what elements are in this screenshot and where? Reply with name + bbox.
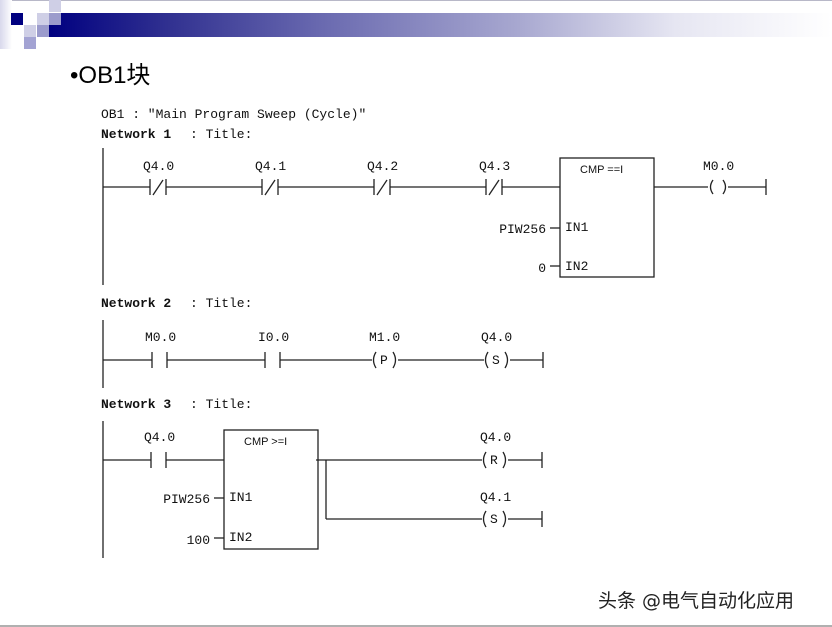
contact-address: I0.0 — [258, 330, 289, 345]
coil-symbol: R — [490, 453, 498, 468]
block-input-value: PIW256 — [499, 222, 546, 237]
top-border-line — [0, 0, 832, 1]
network-label: Network 3 — [101, 397, 171, 412]
left-fade-decoration — [0, 0, 12, 49]
network-title: : Title: — [190, 127, 252, 142]
watermark: 头条 @电气自动化应用 — [598, 590, 795, 612]
coil-address: Q4.0 — [480, 430, 511, 445]
coil-address: M0.0 — [703, 159, 734, 174]
network-label: Network 2 — [101, 296, 171, 311]
header-gradient-bar — [49, 13, 832, 37]
program-header: OB1 : "Main Program Sweep (Cycle)" — [101, 107, 366, 122]
set-coil[interactable] — [484, 351, 509, 369]
nc-contact[interactable] — [261, 179, 279, 196]
block-name: CMP >=I — [244, 436, 287, 448]
decor-square-medium — [24, 37, 36, 49]
decor-square-light — [37, 13, 49, 25]
bottom-border-line — [0, 625, 832, 627]
contact-address: M0.0 — [145, 330, 176, 345]
coil-symbol: S — [492, 353, 500, 368]
block-input-value: 0 — [538, 261, 546, 276]
decor-square-medium — [37, 25, 49, 37]
coil-address: Q4.0 — [481, 330, 512, 345]
decor-square-dark — [11, 13, 23, 25]
contact-address: Q4.2 — [367, 159, 398, 174]
contact-address: Q4.0 — [144, 430, 175, 445]
edge-coil[interactable] — [372, 351, 397, 369]
output-coil[interactable] — [709, 179, 727, 195]
decor-square-light — [24, 25, 36, 37]
coil-symbol: S — [490, 512, 498, 527]
coil-address: M1.0 — [369, 330, 400, 345]
contact-address: Q4.3 — [479, 159, 510, 174]
block-input-value: 100 — [187, 533, 210, 548]
block-pin: IN1 — [565, 220, 589, 235]
block-pin: IN2 — [565, 259, 588, 274]
block-pin: IN2 — [229, 530, 252, 545]
network-3: Network 3 : Title: Q4.0 CMP >=I IN1 PIW2… — [101, 397, 543, 558]
contact-address: Q4.1 — [255, 159, 286, 174]
network-1: Network 1 : Title: Q4.0 Q4.1 Q4.2 Q4.3 C… — [101, 127, 767, 285]
coil-address: Q4.1 — [480, 490, 511, 505]
network-2: Network 2 : Title: M0.0 I0.0 P M1.0 S Q4… — [101, 296, 544, 388]
block-input-value: PIW256 — [163, 492, 210, 507]
compare-block[interactable] — [223, 429, 319, 550]
nc-contact[interactable] — [485, 179, 503, 196]
network-title: : Title: — [190, 296, 252, 311]
block-name: CMP ==I — [580, 164, 623, 176]
decor-square-medium — [49, 13, 61, 25]
compare-block[interactable] — [559, 157, 655, 278]
nc-contact[interactable] — [373, 179, 391, 196]
network-title: : Title: — [190, 397, 252, 412]
reset-coil[interactable] — [482, 451, 507, 469]
coil-symbol: P — [380, 353, 388, 368]
set-coil[interactable] — [482, 510, 507, 528]
no-contact[interactable] — [264, 352, 281, 368]
contact-address: Q4.0 — [143, 159, 174, 174]
network-label: Network 1 — [101, 127, 171, 142]
no-contact[interactable] — [150, 452, 167, 468]
decor-square-light — [49, 0, 61, 12]
block-pin: IN1 — [229, 490, 253, 505]
no-contact[interactable] — [151, 352, 168, 368]
nc-contact[interactable] — [149, 179, 167, 196]
slide-title: •OB1块 — [70, 62, 151, 89]
